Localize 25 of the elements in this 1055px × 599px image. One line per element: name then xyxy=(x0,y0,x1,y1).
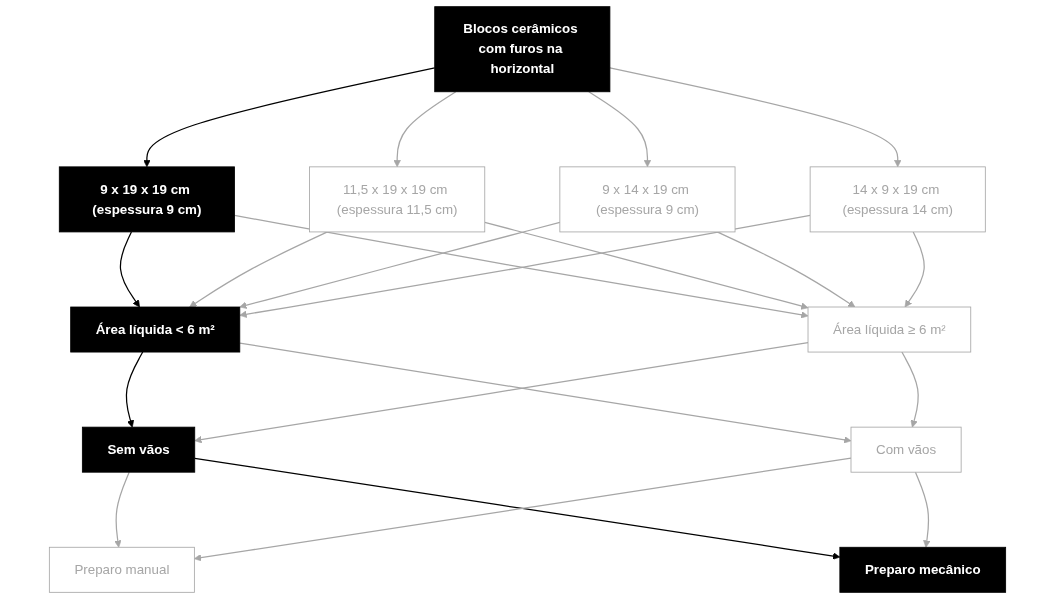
node-box: 14 x 9 x 19 cm (espessura 14 cm) xyxy=(809,166,986,233)
arrow xyxy=(189,231,329,308)
node-box: Com vãos xyxy=(850,426,962,473)
arrow xyxy=(393,91,457,168)
node-box: Preparo manual xyxy=(48,546,195,593)
arrow xyxy=(609,67,902,168)
arrow xyxy=(239,221,561,309)
node-box: Preparo mecânico xyxy=(839,546,1007,593)
arrow xyxy=(114,471,130,548)
node-box: Área líquida < 6 m² xyxy=(70,306,241,353)
arrow xyxy=(588,91,652,168)
node-box: 9 x 14 x 19 cm (espessura 9 cm) xyxy=(559,166,736,233)
node-box: Área líquida ≥ 6 m² xyxy=(807,306,972,353)
arrow xyxy=(125,351,144,428)
node-box: 11,5 x 19 x 19 cm (espessura 11,5 cm) xyxy=(309,166,486,233)
arrow xyxy=(143,67,436,168)
arrow xyxy=(901,351,919,428)
arrow xyxy=(914,471,931,548)
arrow xyxy=(484,221,809,310)
arrow xyxy=(904,231,925,308)
node-box: 9 x 19 x 19 cm (espessura 9 cm) xyxy=(58,166,235,233)
arrow xyxy=(119,231,140,308)
arrow xyxy=(716,231,856,308)
node-box: Blocos cerâmicos com furos na horizontal xyxy=(434,6,611,93)
node-box: Sem vãos xyxy=(81,426,196,473)
